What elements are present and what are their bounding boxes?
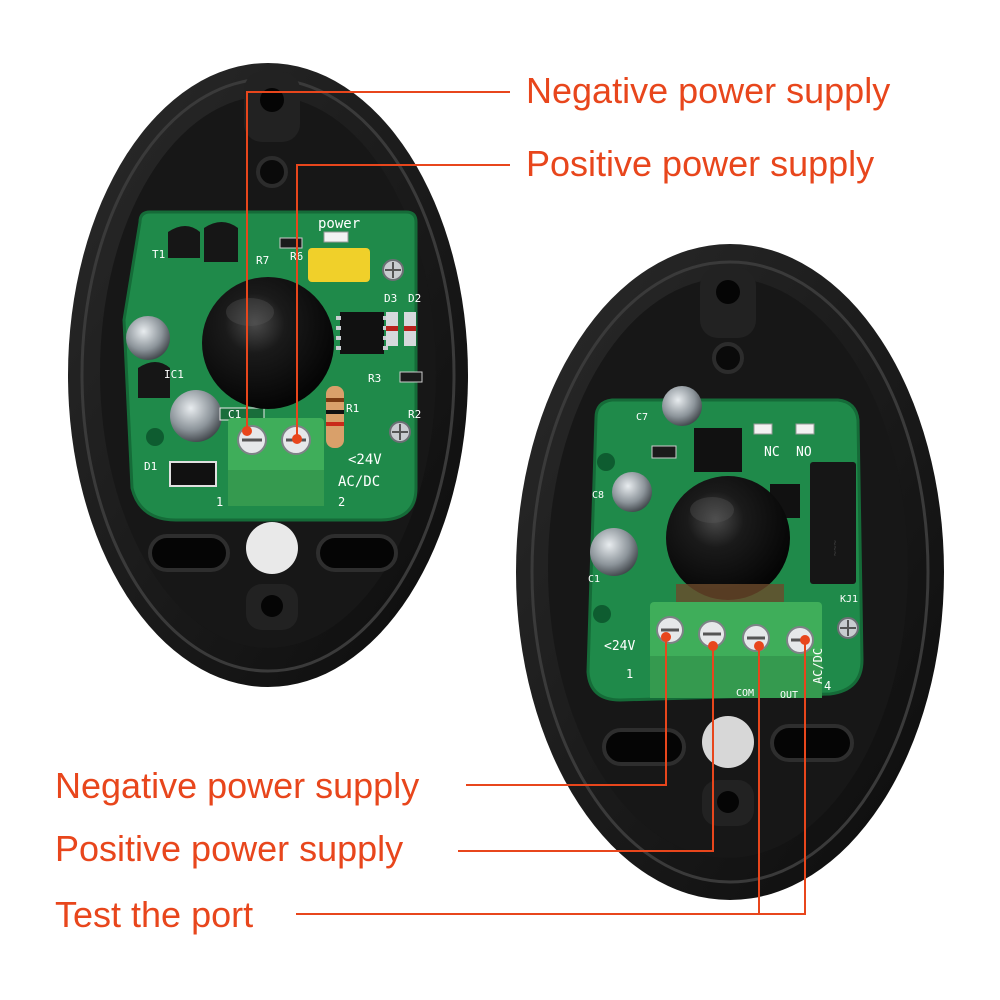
callout-top-negative-supply: Negative power supply xyxy=(526,70,891,111)
right-lens xyxy=(666,476,790,600)
callout-bottom-positive-supply: Positive power supply xyxy=(55,828,404,869)
left-mid-hole xyxy=(256,156,288,188)
left-slot-right xyxy=(316,534,398,572)
right-capacitor-c1 xyxy=(590,528,638,576)
right-label-c7: C7 xyxy=(636,412,648,423)
left-label-c1: C1 xyxy=(228,408,241,421)
right-sensor: ~~~ NC NO C7 C8 C1 KJ1 <24V AC/DC 1 4 CO… xyxy=(516,244,944,900)
left-diode-d1 xyxy=(169,461,217,487)
left-label-d3: D3 xyxy=(384,292,397,305)
left-label-r7: R7 xyxy=(256,254,269,267)
line-bottom-test-b xyxy=(759,640,806,915)
left-center-hole xyxy=(246,522,298,574)
right-ic-chip xyxy=(694,428,742,472)
left-label-r2: R2 xyxy=(408,408,421,421)
left-top-hole xyxy=(260,88,284,112)
svg-text:~~~: ~~~ xyxy=(829,540,839,557)
left-ic-chip xyxy=(340,312,384,354)
right-label-pin1: 1 xyxy=(626,667,633,681)
left-label-r1: R1 xyxy=(346,402,359,415)
left-label-pin2: 2 xyxy=(338,495,345,509)
right-label-pin4: 4 xyxy=(824,679,831,693)
line-top-negative xyxy=(246,91,510,431)
left-label-r3: R3 xyxy=(368,372,381,385)
right-housing-rim xyxy=(530,260,930,884)
left-label-t1: T1 xyxy=(152,248,165,261)
left-label-pin1: 1 xyxy=(216,495,223,509)
right-mid-hole xyxy=(712,342,744,374)
right-label-c8: C8 xyxy=(592,490,604,501)
left-label-d2: D2 xyxy=(408,292,421,305)
right-label-voltage: <24V xyxy=(604,639,635,654)
right-slot-right xyxy=(770,724,854,762)
right-label-acdc: AC/DC xyxy=(811,648,825,684)
left-bottom-hole xyxy=(261,595,283,617)
left-transistor-1 xyxy=(168,226,200,258)
left-resistor-r1 xyxy=(326,386,344,448)
left-label-ic1: IC1 xyxy=(164,368,184,381)
left-sensor: power T1 R7 R6 D3 D2 R3 R1 R2 C1 IC1 D1 … xyxy=(68,63,468,687)
left-yellow-capacitor xyxy=(308,248,370,282)
right-slot-left xyxy=(602,728,686,766)
right-relay xyxy=(810,462,856,584)
right-label-out: OUT xyxy=(780,690,798,701)
right-label-nc: NC xyxy=(764,445,780,460)
line-top-positive xyxy=(296,164,510,439)
right-center-hole xyxy=(702,716,754,768)
right-label-no: NO xyxy=(796,445,812,460)
right-label-com: COM xyxy=(736,688,754,699)
left-transistor-3 xyxy=(138,362,170,398)
right-capacitor-c7 xyxy=(662,386,702,426)
left-label-voltage: <24V xyxy=(348,452,382,468)
right-capacitor-c8 xyxy=(612,472,652,512)
callout-test-port: Test the port xyxy=(55,894,254,935)
callout-lines xyxy=(246,91,806,915)
left-capacitor-2 xyxy=(170,390,222,442)
right-label-kj1: KJ1 xyxy=(840,594,858,605)
callout-bottom-negative-supply: Negative power supply xyxy=(55,765,420,806)
line-bottom-positive xyxy=(458,646,714,852)
right-top-hole xyxy=(716,280,740,304)
callout-top-positive-supply: Positive power supply xyxy=(526,143,875,184)
right-label-c1: C1 xyxy=(588,574,600,585)
line-bottom-negative xyxy=(466,637,667,786)
left-power-led xyxy=(323,231,349,243)
left-lens xyxy=(202,277,334,409)
left-transistor-2 xyxy=(204,222,238,262)
left-label-d1: D1 xyxy=(144,460,157,473)
left-power-label: power xyxy=(318,216,360,232)
right-bottom-hole xyxy=(717,791,739,813)
left-capacitor-1 xyxy=(126,316,170,360)
left-label-acdc: AC/DC xyxy=(338,474,380,490)
left-slot-left xyxy=(148,534,230,572)
